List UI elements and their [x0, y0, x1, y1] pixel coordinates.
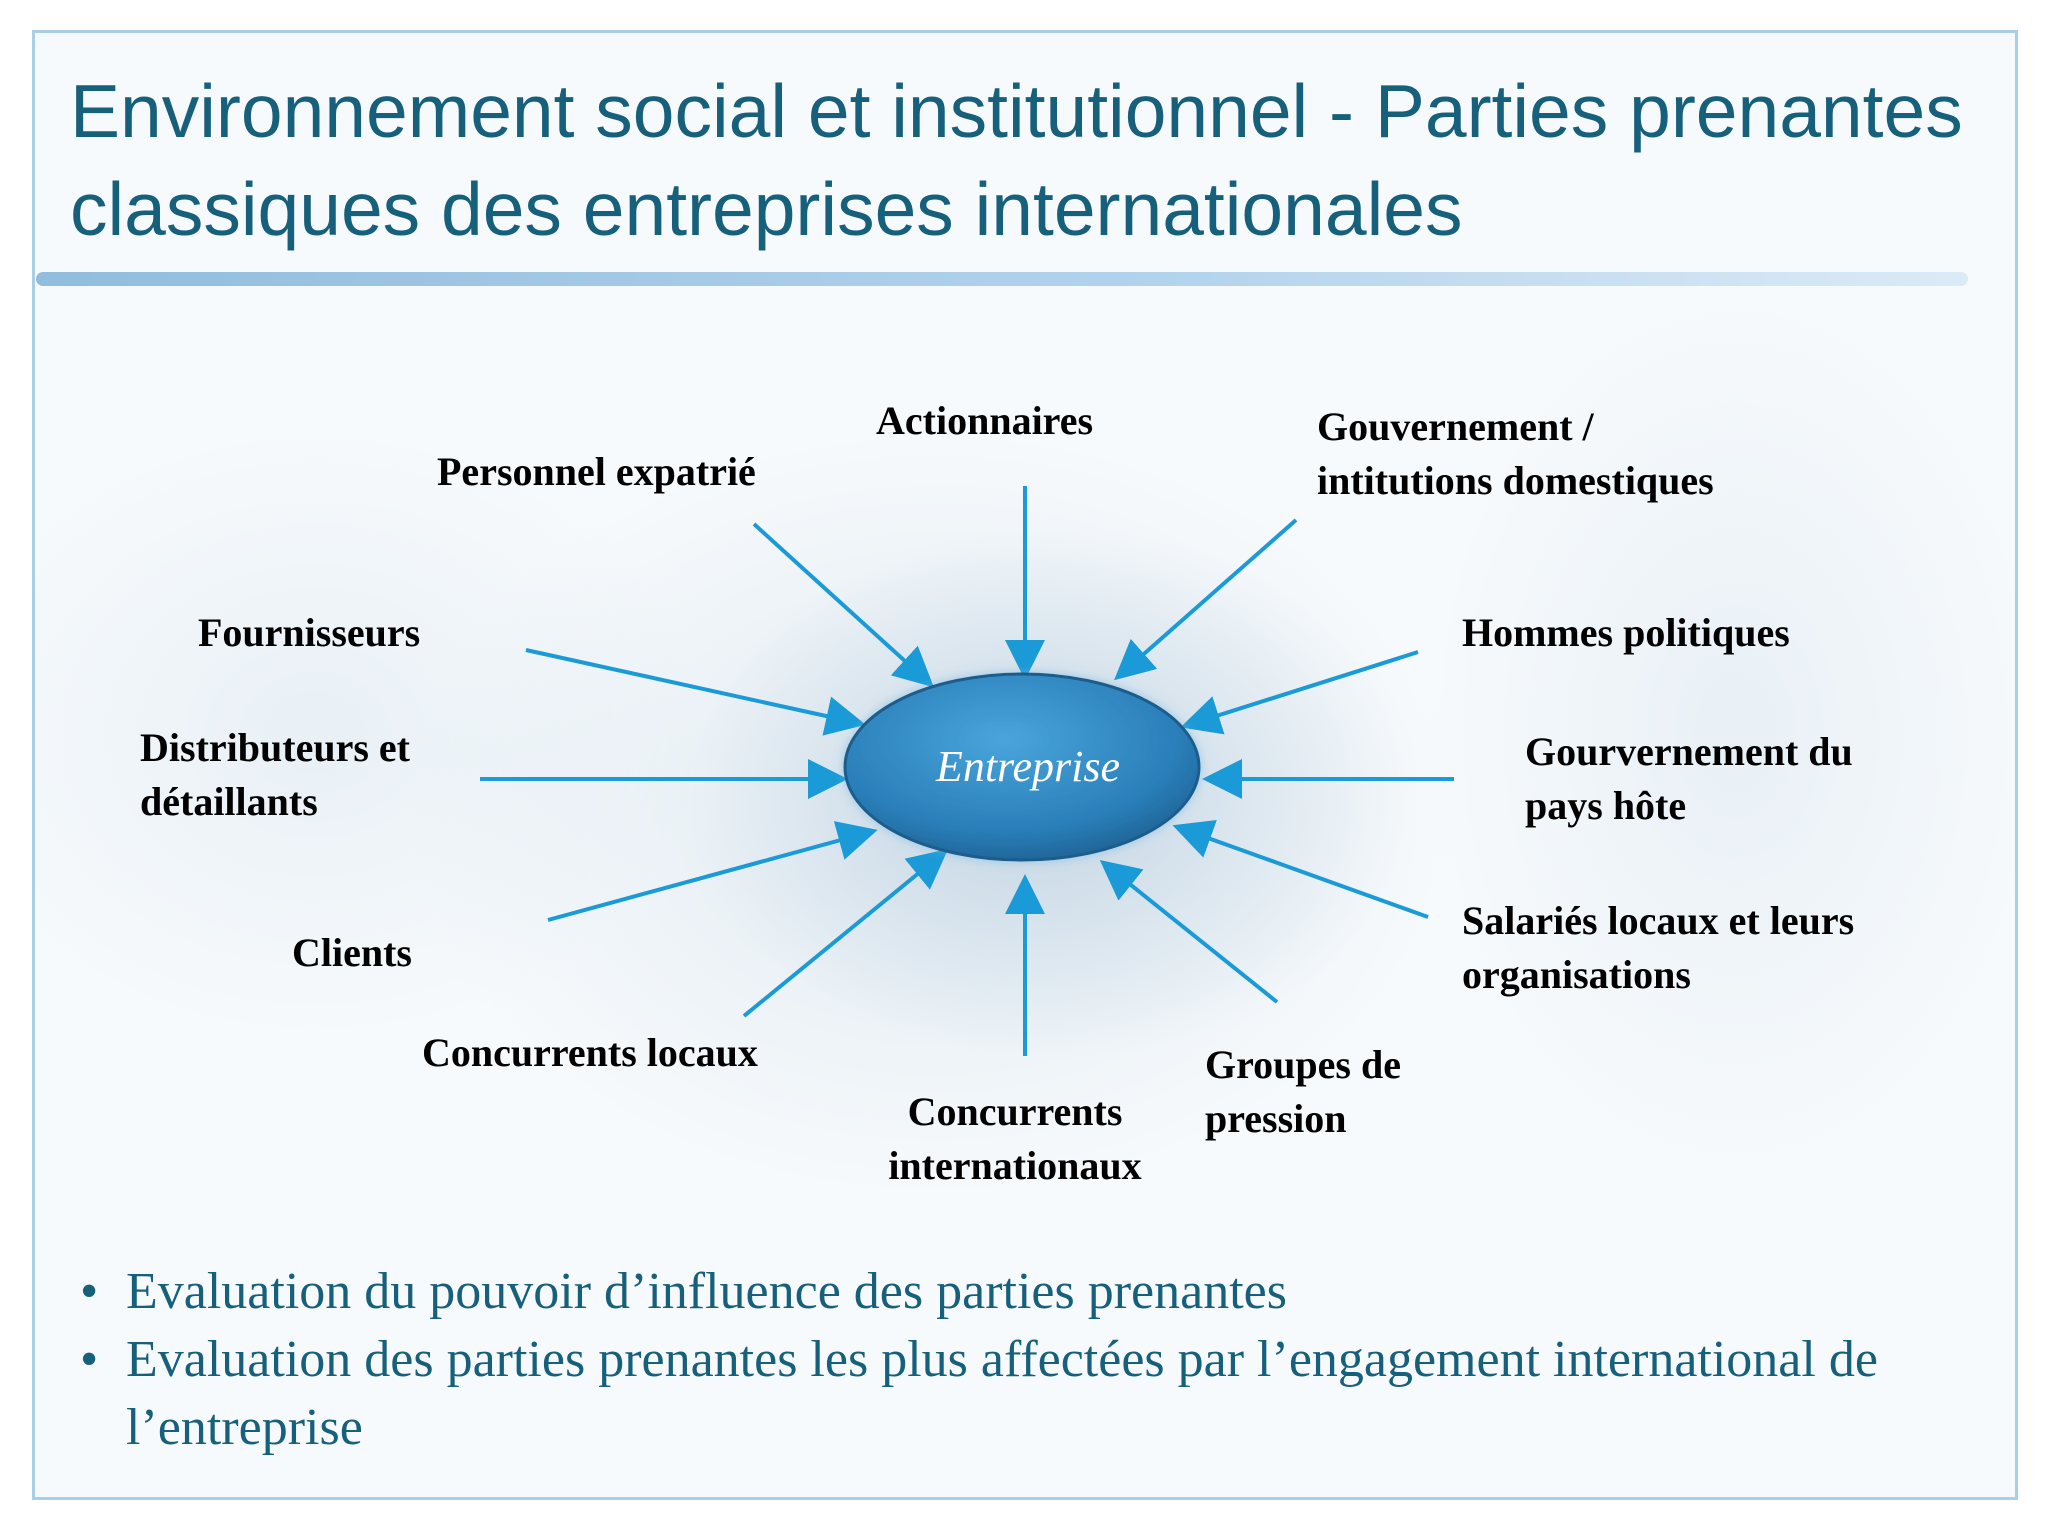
label-line: organisations — [1462, 952, 1691, 997]
label-line: détaillants — [140, 779, 318, 824]
label-line: pays hôte — [1525, 783, 1686, 828]
arrow-concurrents-locaux — [742, 848, 949, 1018]
label-line: Concurrents locaux — [422, 1030, 758, 1075]
label-line: Gouvernement / — [1317, 404, 1595, 449]
arrow-gouvernement-domestique — [1113, 518, 1298, 681]
slide-title: Environnement social et institutionnel -… — [70, 69, 1963, 251]
bullet-item: • Evaluation des parties prenantes les p… — [80, 1326, 2000, 1462]
arrow-clients — [547, 821, 878, 922]
label-personnel-expatrie: Personnel expatrié — [437, 449, 756, 494]
label-line: Salariés locaux et leurs — [1462, 898, 1854, 943]
label-line: intitutions domestiques — [1317, 458, 1714, 503]
label-line: Groupes de — [1205, 1042, 1401, 1087]
label-line: pression — [1205, 1096, 1347, 1141]
label-clients: Clients — [292, 930, 412, 975]
arrow-salaries-locaux — [1172, 819, 1429, 919]
label-groupes-pression: Groupes de pression — [1205, 1042, 1401, 1141]
bullet-item: • Evaluation du pouvoir d’influence des … — [80, 1258, 2000, 1326]
bullet-list: • Evaluation du pouvoir d’influence des … — [80, 1258, 2000, 1462]
label-line: Personnel expatrié — [437, 449, 756, 494]
label-actionnaires: Actionnaires — [876, 398, 1093, 443]
bullet-text: Evaluation des parties prenantes les plu… — [126, 1331, 1878, 1456]
label-line: Distributeurs et — [140, 725, 411, 770]
label-distributeurs: Distributeurs et détaillants — [140, 725, 411, 824]
label-gouvernement-domestique: Gouvernement / intitutions domestiques — [1317, 404, 1714, 503]
label-line: Gourvernement du — [1525, 729, 1853, 774]
label-line: Fournisseurs — [198, 610, 420, 655]
label-line: internationaux — [888, 1143, 1141, 1188]
label-concurrents-internationaux: Concurrents internationaux — [888, 1089, 1141, 1188]
arrow-hommes-politiques — [1180, 650, 1419, 735]
arrow-fournisseurs — [525, 648, 866, 736]
label-concurrents-locaux: Concurrents locaux — [422, 1030, 758, 1075]
label-gouvernement-hote: Gourvernement du pays hôte — [1525, 729, 1853, 828]
center-label: Entreprise — [935, 742, 1120, 791]
label-line: Hommes politiques — [1462, 610, 1790, 655]
label-line: Concurrents — [908, 1089, 1123, 1134]
label-hommes-politiques: Hommes politiques — [1462, 610, 1790, 655]
arrow-group — [480, 486, 1454, 1056]
label-line: Clients — [292, 930, 412, 975]
arrow-groupes-pression — [1099, 859, 1279, 1004]
center-ellipse — [843, 672, 1201, 862]
bullet-text: Evaluation du pouvoir d’influence des pa… — [126, 1263, 1287, 1320]
label-fournisseurs: Fournisseurs — [198, 610, 420, 655]
bullet-dot: • — [80, 1331, 99, 1388]
label-line: Actionnaires — [876, 398, 1093, 443]
title-underline — [36, 272, 1968, 286]
arrow-personnel-expatrie — [752, 522, 934, 688]
label-salaries-locaux: Salariés locaux et leurs organisations — [1462, 898, 1854, 997]
bullet-dot: • — [80, 1263, 99, 1320]
center-node: Entreprise — [843, 672, 1201, 862]
